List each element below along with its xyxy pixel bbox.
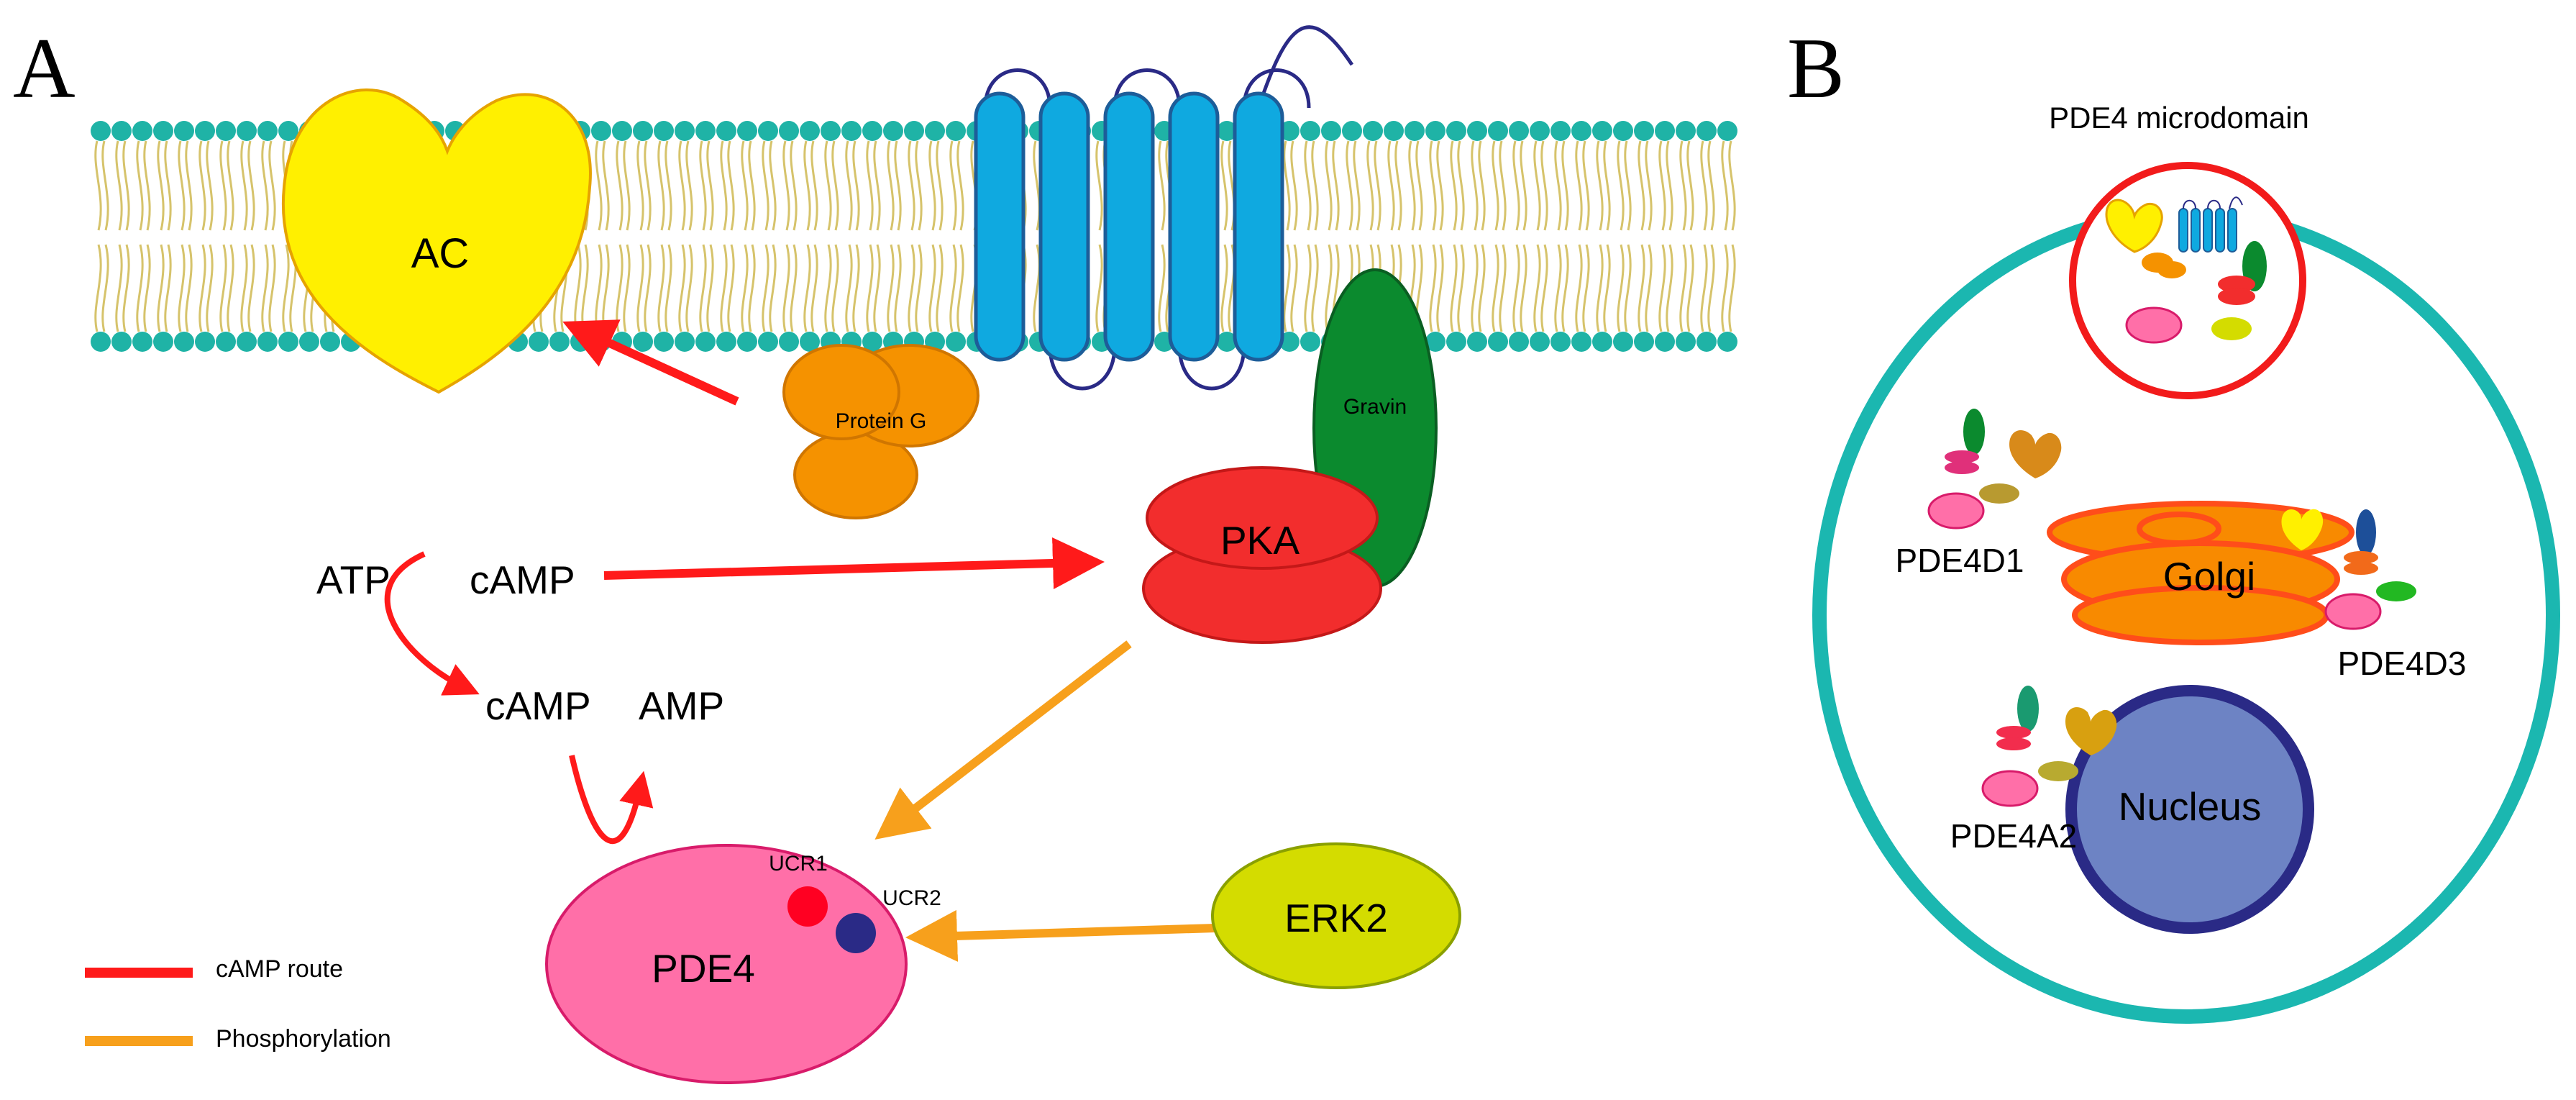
amp-label: AMP	[639, 683, 724, 728]
golgi	[2047, 501, 2355, 645]
atp-to-camp-arrow	[384, 551, 480, 696]
pde4d3-complex	[2281, 509, 2416, 630]
arrows	[384, 319, 1216, 962]
camp2-label: cAMP	[485, 683, 591, 728]
pde4d3-label: PDE4D3	[2338, 645, 2467, 682]
microdomain-contents	[2105, 196, 2267, 344]
gravin-label: Gravin	[1343, 395, 1407, 419]
camp-to-amp-arrow	[569, 755, 654, 844]
pde4-label: PDE4	[652, 946, 755, 991]
erk2	[1211, 842, 1461, 989]
camp-to-pka-arrow	[603, 537, 1105, 589]
receptor-7tm	[974, 91, 1284, 362]
panel-a-letter: A	[13, 20, 76, 116]
ucr1-label: UCR1	[769, 852, 828, 876]
pka	[1142, 466, 1382, 644]
pka-label: PKA	[1220, 518, 1300, 563]
microdomain-title: PDE4 microdomain	[2049, 101, 2309, 135]
ucr2-label: UCR2	[882, 886, 941, 910]
microdomain-circle	[2069, 162, 2306, 399]
atp-label: ATP	[316, 558, 390, 602]
erk2-phosphorylation-arrow	[905, 909, 1216, 962]
legend-label-camp-route: cAMP route	[216, 955, 343, 983]
receptor-loops	[983, 25, 1354, 391]
erk2-label: ERK2	[1284, 896, 1388, 940]
protein-g-to-ac-arrow	[562, 319, 739, 406]
ac-label: AC	[411, 230, 470, 277]
pde4d1-label: PDE4D1	[1896, 542, 2024, 579]
pka-phosphorylation-arrow	[874, 640, 1132, 840]
ucr1-domain	[787, 886, 828, 927]
golgi-label: Golgi	[2163, 554, 2255, 599]
pde4d1-complex	[1927, 409, 2062, 529]
ucr2-domain	[836, 913, 876, 953]
pde4a2-complex	[1981, 686, 2117, 807]
nucleus	[2065, 685, 2314, 934]
pde4a2-label: PDE4A2	[1950, 817, 2077, 855]
legend-label-phosphorylation: Phosphorylation	[216, 1025, 391, 1053]
adenylyl-cyclase	[281, 88, 592, 394]
legend: cAMP route Phosphorylation	[85, 955, 391, 1053]
nucleus-label: Nucleus	[2119, 784, 2262, 829]
camp-label: cAMP	[470, 558, 575, 602]
protein-g-label: Protein G	[836, 409, 927, 433]
protein-g	[782, 344, 979, 519]
panel-b-letter: B	[1787, 20, 1845, 116]
